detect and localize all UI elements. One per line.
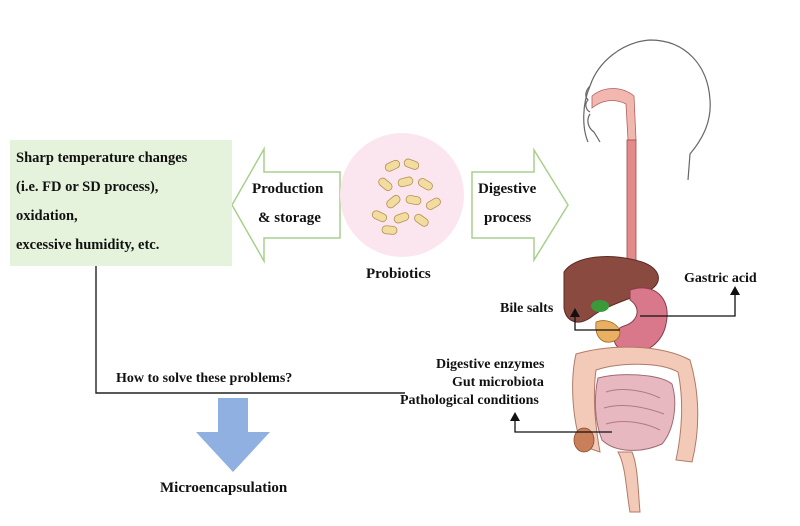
oral-cavity-icon	[591, 88, 637, 141]
gallbladder-icon	[591, 300, 609, 312]
gut-microbiota-label: Gut microbiota	[452, 375, 544, 390]
left-hollow-arrow	[231, 146, 341, 264]
pathological-conditions-label: Pathological conditions	[400, 393, 539, 408]
gastric-acid-label: Gastric acid	[684, 271, 757, 286]
stress-line-3: oxidation,	[16, 208, 78, 224]
production-label: Production	[252, 181, 324, 197]
probiotics-label: Probiotics	[366, 266, 431, 282]
right-hollow-arrow	[471, 147, 569, 263]
cecum-icon	[573, 427, 595, 453]
rectum-icon	[617, 451, 641, 513]
microencapsulation-label: Microencapsulation	[160, 480, 288, 496]
stress-line-1: Sharp temperature changes	[16, 150, 188, 166]
bacteria-cluster-icon	[371, 158, 441, 235]
down-arrow	[196, 398, 270, 472]
pancreas-icon	[595, 320, 621, 343]
pointer-lines	[514, 292, 736, 433]
stress-line-4: excessive humidity, etc.	[16, 237, 160, 253]
head-silhouette-icon	[583, 39, 711, 181]
large-intestine-icon	[572, 346, 699, 463]
pointer-arrowheads	[510, 286, 740, 421]
bile-salts-label: Bile salts	[500, 301, 554, 316]
probiotics-circle	[340, 133, 464, 257]
intestine-folds-icon	[603, 389, 665, 431]
digestive-enzymes-label: Digestive enzymes	[436, 357, 545, 372]
storage-label: & storage	[258, 210, 321, 226]
question-text: How to solve these problems?	[116, 371, 293, 386]
stress-conditions-box: Sharp temperature changes (i.e. FD or SD…	[10, 140, 232, 266]
digestive-label: Digestive	[478, 181, 537, 197]
stress-line-2: (i.e. FD or SD process),	[16, 179, 159, 195]
esophagus-icon	[626, 139, 637, 269]
process-label: process	[484, 210, 532, 226]
small-intestine-icon	[594, 374, 676, 451]
problem-connector-line	[95, 266, 405, 394]
